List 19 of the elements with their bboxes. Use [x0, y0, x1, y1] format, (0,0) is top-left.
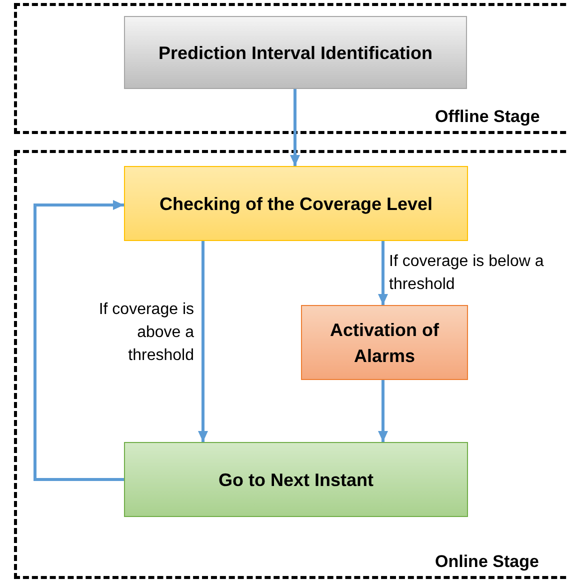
arrow [290, 89, 300, 166]
arrow [34, 200, 124, 481]
process-box [301, 305, 468, 380]
edge-label: If coverage is below a threshold [389, 252, 545, 295]
stage-label: Online Stage [435, 550, 539, 573]
process-box [124, 16, 467, 89]
arrow [378, 380, 388, 442]
arrow [198, 241, 208, 442]
box-title: Checking of the Coverage Level [159, 192, 433, 216]
stage-region [14, 3, 568, 134]
process-box [124, 442, 468, 517]
arrow [378, 241, 388, 305]
box-title: Prediction Interval Identification [158, 42, 433, 64]
stage-region [14, 150, 568, 579]
box-title: Go to Next Instant [218, 468, 374, 492]
edge-label: If coverage is above a threshold [98, 300, 194, 366]
stage-label: Offline Stage [435, 106, 540, 128]
process-box [124, 166, 468, 241]
box-title: Activation of Alarms [328, 318, 440, 368]
